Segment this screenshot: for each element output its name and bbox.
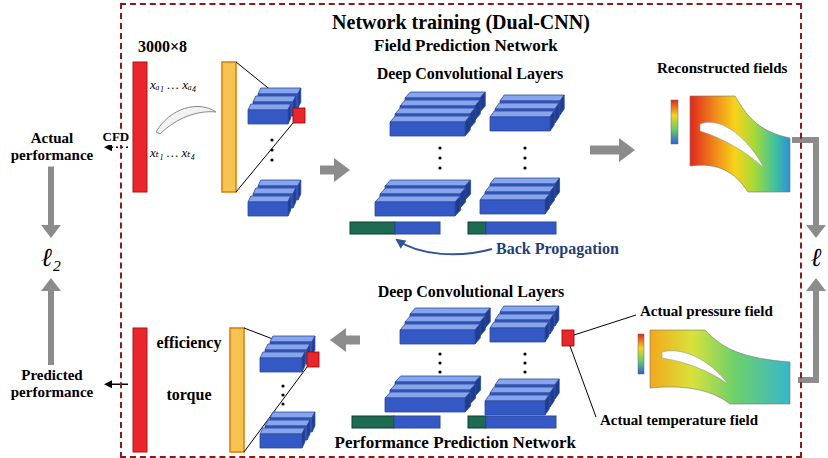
node-text: ℓ (811, 243, 822, 273)
ellipsis-dot (523, 352, 526, 355)
node-text: Deep Convolutional Layers (350, 65, 590, 83)
reconstructed-fields: Reconstructed fields (635, 58, 792, 200)
conv-slab (248, 104, 291, 124)
node-text: Deep Convolutional Layers (360, 283, 582, 301)
conv-slab (385, 392, 471, 412)
node-text: torque (149, 386, 229, 404)
gradient-block (468, 416, 486, 428)
loss-symbol: ℓ (806, 238, 826, 278)
ellipsis-dot (523, 361, 526, 364)
gradient-block (352, 416, 394, 428)
ellipsis-dot (438, 166, 441, 169)
conv-slab (260, 352, 305, 372)
node-text: ℓ₂ (41, 243, 61, 273)
conv-slab (490, 322, 549, 342)
flow-arrow (320, 166, 334, 175)
ellipsis-dot (438, 370, 441, 373)
blade-section (662, 351, 728, 384)
blade-section (700, 122, 764, 168)
ellipsis-dot (281, 384, 284, 387)
output-bar (133, 328, 147, 452)
actual-fields: Actual pressure fieldActual temperature … (588, 300, 798, 434)
node-text: Actual performance (2, 130, 102, 165)
ellipsis-dot (523, 166, 526, 169)
performance-label: Predicted performance (0, 365, 104, 404)
ellipsis-dot (281, 402, 284, 405)
leader-line (574, 315, 636, 335)
projection-line (244, 367, 307, 452)
flow-arrow (48, 291, 54, 365)
conv-slab (485, 395, 549, 415)
network-title: Field Prediction Network (374, 36, 558, 56)
ellipsis-dot (523, 146, 526, 149)
ellipsis-dot (438, 352, 441, 355)
node-text: efficiency (149, 334, 229, 352)
flow-arrow (48, 167, 54, 226)
ellipsis-dot (438, 156, 441, 159)
flow-arrow (590, 146, 619, 155)
flow-arrow (792, 140, 816, 225)
leader-line (570, 346, 596, 417)
input-bar (133, 62, 147, 192)
conv-slab (375, 196, 461, 216)
input-block: 3000×8 xₐ₁ … xₐ₄ xₜ₁ … xₜ₄ (128, 36, 320, 236)
kernel-square (293, 108, 305, 123)
feature-bar (230, 328, 244, 452)
flow-arrow (346, 336, 360, 345)
node-text: Predicted performance (2, 367, 102, 402)
ellipsis-dot (438, 146, 441, 149)
conv-block (394, 416, 440, 428)
node-text: Reconstructed fields (657, 60, 787, 77)
conv-layers: Deep Convolutional Layers (360, 280, 582, 430)
conv-block (486, 416, 556, 428)
pressure-contour (690, 96, 790, 192)
conv-layers: Deep Convolutional Layers (350, 62, 590, 240)
ellipsis-dot (281, 393, 284, 396)
conv-slab (490, 111, 554, 131)
temperature-contour (650, 330, 790, 404)
conv-block (486, 222, 556, 234)
node-text: 3000×8 (138, 38, 187, 56)
node-text: xₐ₁ … xₐ₄ (150, 78, 196, 93)
node-text: Actual pressure field (640, 303, 773, 320)
gradient-block (468, 222, 486, 234)
output-block: efficiency torque (128, 318, 330, 455)
ellipsis-dot (270, 158, 273, 161)
color-bar (638, 334, 644, 374)
kernel-square (307, 352, 319, 367)
input-square (562, 330, 574, 346)
annotation-label: Back Propagation (496, 240, 619, 258)
network-title: Performance Prediction Network (335, 433, 576, 453)
conv-slab (260, 428, 305, 448)
conv-slab (400, 324, 480, 344)
ellipsis-dot (270, 148, 273, 151)
blade-profile (156, 106, 216, 134)
gradient-block (350, 222, 395, 234)
loss-symbol: ℓ₂ (31, 238, 71, 278)
ellipsis-dot (523, 156, 526, 159)
feature-bar (222, 62, 236, 192)
backprop-arrow (397, 240, 492, 254)
edge-label: CFD (102, 130, 131, 144)
node-text: Network training (Dual-CNN) (122, 11, 800, 34)
node-text: xₜ₁ … xₜ₄ (150, 146, 195, 161)
color-bar (671, 100, 678, 144)
performance-label: Actual performance (0, 128, 104, 167)
training-frame: Network training (Dual-CNN) 3000×8 xₐ₁ … x… (120, 3, 802, 458)
conv-slab (248, 196, 291, 216)
conv-block (395, 222, 440, 234)
conv-slab (390, 116, 470, 136)
node-text: Actual temperature field (600, 412, 758, 429)
ellipsis-dot (523, 370, 526, 373)
ellipsis-dot (270, 138, 273, 141)
conv-slab (480, 194, 550, 214)
ellipsis-dot (438, 361, 441, 364)
